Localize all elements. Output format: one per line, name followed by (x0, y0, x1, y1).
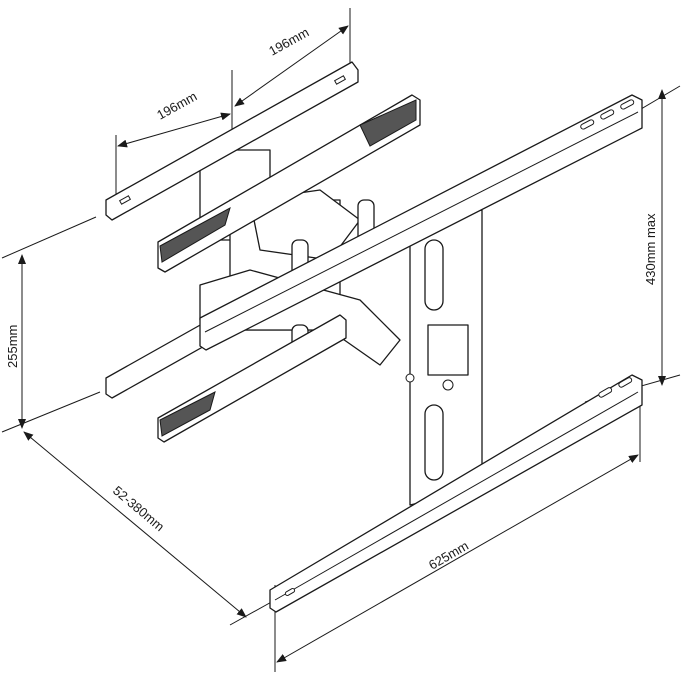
dim-label-vesa-left: 196mm (154, 88, 199, 122)
dim-label-extension: 52-380mm (110, 483, 167, 534)
wall-mount-body (105, 61, 643, 613)
dim-label-wall-plate-height: 255mm (5, 325, 20, 368)
dim-label-bracket-width: 625mm (426, 538, 471, 573)
dim-label-vesa-right: 196mm (266, 24, 311, 58)
dim-label-bracket-height: 430mm max (643, 213, 658, 285)
